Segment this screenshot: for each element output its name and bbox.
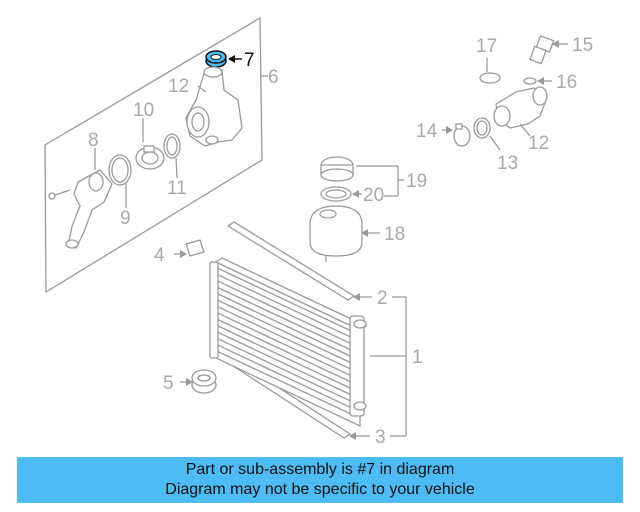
callout-19: 19 <box>406 171 427 192</box>
assembly-panel-outline <box>44 16 268 294</box>
info-banner: Part or sub-assembly is #7 in diagram Di… <box>17 457 623 503</box>
radiator-fin-line <box>217 338 351 402</box>
callout-12-right: 12 <box>528 133 549 154</box>
callout-17: 17 <box>476 36 497 57</box>
banner-line-1: Part or sub-assembly is #7 in diagram <box>185 461 455 478</box>
radiator-fin-line <box>217 287 351 351</box>
part-9-gasket <box>108 154 132 208</box>
part-11-o-ring <box>163 133 181 179</box>
part-16-clip <box>523 77 552 85</box>
part-4-mount <box>174 239 205 258</box>
radiator-fin-line <box>217 312 351 376</box>
radiator-fin-line <box>217 319 351 383</box>
callout-2: 2 <box>377 288 388 309</box>
callout-16: 16 <box>556 72 577 93</box>
callout-15: 15 <box>572 35 593 56</box>
part-19-reservoir-cap <box>320 156 404 197</box>
part-13-seal <box>473 117 501 151</box>
banner-line-2: Diagram may not be specific to your vehi… <box>165 481 475 498</box>
callout-3: 3 <box>375 427 386 448</box>
callout-11: 11 <box>167 178 187 199</box>
radiator-fin-line <box>217 351 351 415</box>
callout-20: 20 <box>363 185 384 206</box>
callout-1: 1 <box>412 347 423 368</box>
radiator-fin-line <box>217 280 351 344</box>
part-2-upper-strip <box>226 221 372 301</box>
part-12-flange-housing <box>185 66 243 147</box>
part-5-bushing <box>180 369 217 394</box>
part-1-radiator <box>209 257 368 428</box>
part-20-seal <box>320 186 362 202</box>
callout-10: 10 <box>133 100 154 121</box>
callout-18: 18 <box>384 224 405 245</box>
part-18-expansion-tank <box>309 205 380 262</box>
part-17-o-ring <box>479 58 501 84</box>
radiator-fin-line <box>217 325 351 389</box>
callout-14: 14 <box>416 121 438 142</box>
radiator-fin-line <box>217 293 351 357</box>
part-12-right-flange <box>493 86 548 137</box>
radiator-fin-line <box>217 306 351 370</box>
radiator-fin-line <box>217 299 351 363</box>
callout-4: 4 <box>154 245 165 266</box>
callout-8: 8 <box>88 130 99 151</box>
radiator-fin-line <box>217 267 351 331</box>
callout-13: 13 <box>497 153 518 174</box>
radiator-fin-line <box>217 344 351 408</box>
part-14-clamp <box>442 123 471 147</box>
callout-9: 9 <box>120 208 131 229</box>
parts-diagram: 7 6 12 10 8 11 9 17 15 16 14 12 13 19 20… <box>44 16 593 448</box>
part-7-seal-ring[interactable] <box>205 50 242 68</box>
callout-6: 6 <box>268 67 279 88</box>
part-8-housing-pipe <box>48 148 113 249</box>
callout-7: 7 <box>244 50 255 71</box>
part-15-temp-sensor <box>529 35 568 65</box>
callout-12-left: 12 <box>168 76 189 97</box>
radiator-fin-line <box>217 331 351 395</box>
part-10-thermostat <box>135 118 165 170</box>
callout-bracket-1-2-3 <box>370 296 407 437</box>
radiator-fin-line <box>217 274 351 338</box>
callout-5: 5 <box>163 373 174 394</box>
